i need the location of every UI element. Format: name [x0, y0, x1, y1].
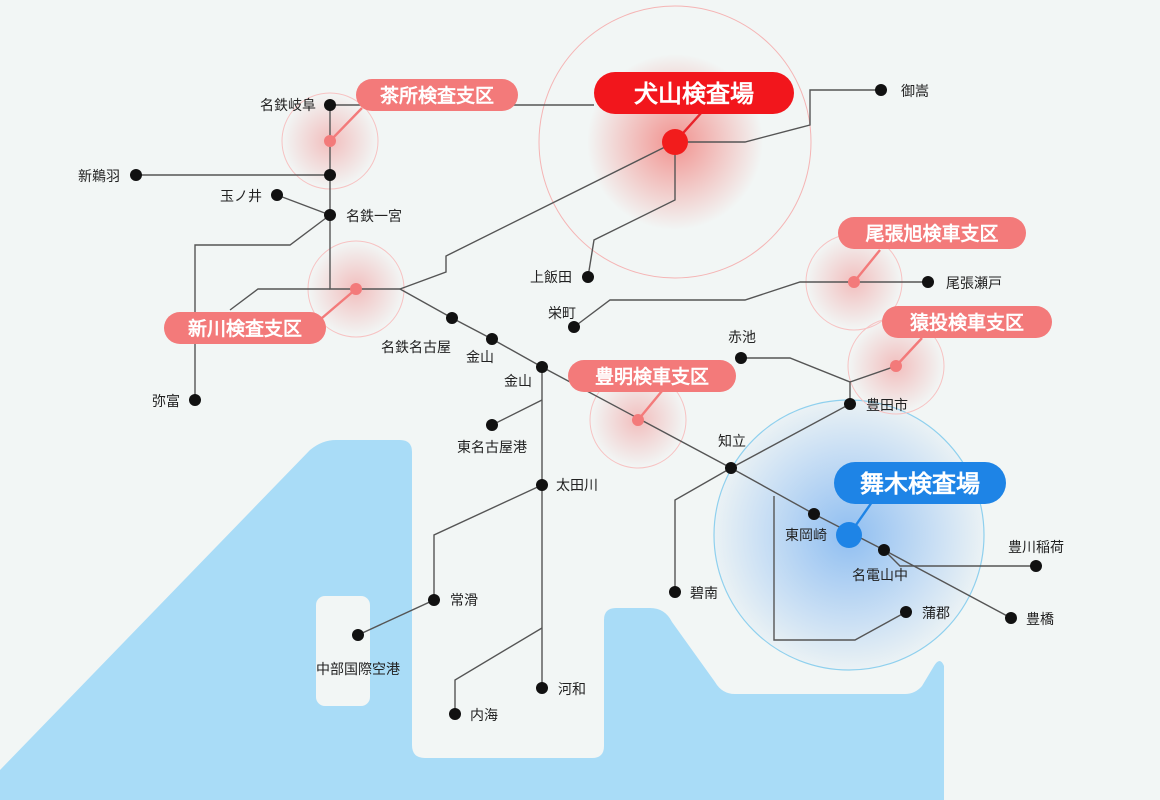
depot-sanage-text: 猿投検車支区: [909, 311, 1024, 334]
station-dot-sakaemachi: [568, 321, 580, 333]
station-dot-toyotashi: [844, 398, 856, 410]
depot-dot-inuyama: [662, 129, 688, 155]
label-kowa: 河和: [558, 682, 586, 698]
label-chiryu: 知立: [718, 433, 746, 450]
station-dot-chubu-airport: [352, 629, 364, 641]
depot-label-toyoake[interactable]: 豊明検車支区: [568, 360, 736, 392]
depot-label-maiki[interactable]: 舞木検査場: [834, 462, 1006, 504]
label-hekinan: 碧南: [690, 586, 718, 602]
station-dot-kanayama-b: [536, 361, 548, 373]
label-ootagawa: 太田川: [556, 478, 598, 494]
stations: [130, 84, 1042, 720]
station-dot-kamiiida: [582, 271, 594, 283]
label-yatomi: 弥富: [152, 393, 180, 410]
ise-bay-water: [0, 440, 944, 800]
label-meitetsu-gifu: 名鉄岐阜: [260, 97, 316, 114]
station-dot-ootagawa: [536, 479, 548, 491]
station-dot-meitetsu-gifu: [324, 99, 336, 111]
station-dot-gamagori: [900, 606, 912, 618]
station-labels: 名鉄岐阜 新鵜羽 玉ノ井 名鉄一宮 御嵩 上飯田 栄町 尾張瀬戸 赤池 豊田市 …: [78, 84, 1064, 724]
station-dot-mitake: [875, 84, 887, 96]
label-higashi-nagoyako: 東名古屋港: [457, 440, 527, 456]
station-dot-owari-seto: [922, 276, 934, 288]
depot-label-sanage[interactable]: 猿投検車支区: [882, 306, 1052, 338]
chubu-airport-island: [316, 596, 370, 706]
depot-toyoake-text: 豊明検車支区: [595, 365, 709, 388]
station-dot-kanayama-a: [486, 333, 498, 345]
label-akaike: 赤池: [728, 330, 756, 346]
depot-dot-toyoake: [632, 414, 644, 426]
depot-label-inuyama[interactable]: 犬山検査場: [594, 72, 794, 114]
station-dot-higashi-nagoyako: [486, 419, 498, 431]
station-dot-meitetsu-nagoya: [446, 312, 458, 324]
station-dot-hekinan: [669, 586, 681, 598]
station-dot-shin-unuma: [130, 169, 142, 181]
label-higashi-okazaki: 東岡崎: [785, 528, 827, 544]
depot-maiki-text: 舞木検査場: [860, 470, 980, 498]
station-dot-tokoname: [428, 594, 440, 606]
depot-label-shinkawa[interactable]: 新川検査支区: [164, 312, 326, 344]
railway-lines: [136, 89, 1036, 714]
label-meitetsu-nagoya: 名鉄名古屋: [381, 340, 451, 356]
station-dot-higashi-okazaki: [808, 508, 820, 520]
depot-dot-maiki: [836, 522, 862, 548]
label-shin-unuma: 新鵜羽: [78, 169, 120, 185]
station-dot-kowa: [536, 682, 548, 694]
station-dot-utsumi: [449, 708, 461, 720]
label-toyohashi: 豊橋: [1026, 612, 1054, 628]
label-toyotashi: 豊田市: [866, 397, 908, 414]
label-meiden-yamanaka: 名電山中: [852, 568, 908, 584]
station-dot-junction: [324, 169, 336, 181]
label-utsumi: 内海: [470, 708, 498, 724]
depot-markers: [324, 129, 902, 548]
station-dot-yatomi: [189, 394, 201, 406]
label-tokoname: 常滑: [450, 592, 478, 609]
label-tamanoi: 玉ノ井: [220, 189, 262, 205]
station-dot-toyohashi: [1005, 612, 1017, 624]
depot-dot-sanage: [890, 360, 902, 372]
label-owari-seto: 尾張瀬戸: [946, 276, 1002, 292]
station-dot-akaike: [735, 352, 747, 364]
label-chubu-airport: 中部国際空港: [316, 662, 400, 678]
station-dot-meitetsu-ichinomiya: [324, 209, 336, 221]
depot-dot-shinkawa: [350, 283, 362, 295]
depot-shinkawa-text: 新川検査支区: [188, 317, 302, 340]
label-kanayama-a: 金山: [466, 350, 494, 366]
label-mitake: 御嵩: [901, 84, 929, 100]
label-kanayama-b: 金山: [504, 374, 532, 390]
depot-dot-chasho: [324, 135, 336, 147]
label-sakaemachi: 栄町: [548, 306, 576, 322]
station-dot-toyokawa-inari: [1030, 560, 1042, 572]
station-dot-chiryu: [725, 462, 737, 474]
depot-dot-owari-asahi: [848, 276, 860, 288]
depot-label-owari-asahi[interactable]: 尾張旭検車支区: [838, 217, 1026, 249]
depot-inuyama-text: 犬山検査場: [634, 80, 754, 108]
depot-chasho-text: 茶所検査支区: [380, 84, 494, 107]
label-gamagori: 蒲郡: [922, 606, 950, 622]
station-dot-meiden-yamanaka: [878, 544, 890, 556]
label-meitetsu-ichinomiya: 名鉄一宮: [346, 209, 402, 225]
label-toyokawa-inari: 豊川稲荷: [1008, 540, 1064, 556]
depot-label-chasho[interactable]: 茶所検査支区: [356, 79, 518, 111]
label-kamiiida: 上飯田: [530, 269, 572, 286]
station-dot-tamanoi: [271, 189, 283, 201]
depot-owari-asahi-text: 尾張旭検車支区: [865, 222, 998, 245]
